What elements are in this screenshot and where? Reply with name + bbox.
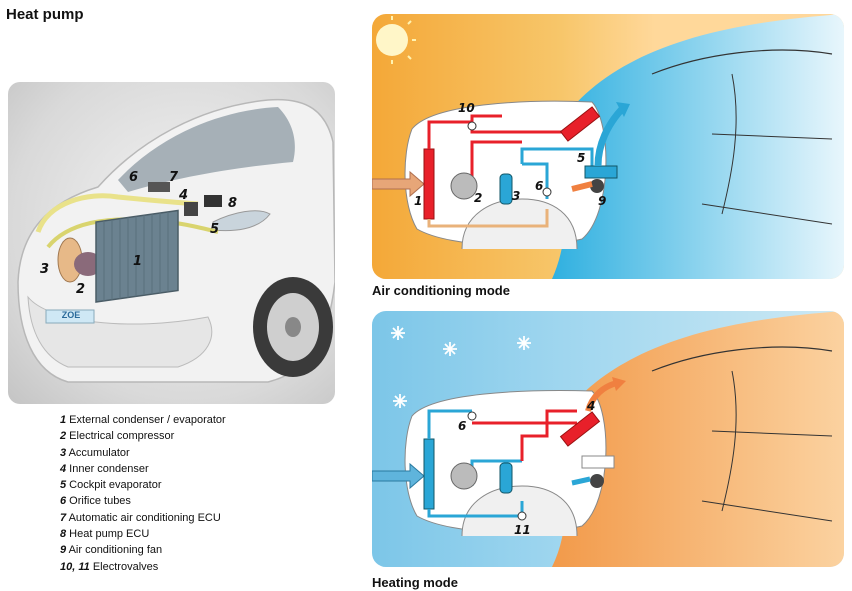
legend-item: 4 Inner condenser	[60, 462, 149, 475]
photo-label-1: 1	[133, 254, 143, 269]
photo-label-3: 3	[40, 262, 50, 277]
sun-icon	[376, 16, 416, 64]
heating-mode-diagram: 6 4 11	[372, 311, 844, 567]
page-title: Heat pump	[6, 6, 84, 23]
photo-label-5: 5	[210, 222, 220, 237]
car-photo-panel: 6 7 4 8 5 1 3 2 ZOE	[8, 82, 335, 404]
snowflake-icon	[391, 326, 531, 408]
heat-label-6: 6	[458, 419, 467, 433]
ac-label-5: 5	[577, 151, 586, 165]
legend-item: 10, 11 Electrovalves	[60, 560, 159, 573]
legend-item: 3 Accumulator	[60, 446, 130, 459]
photo-label-6: 6	[129, 170, 139, 185]
ac-label-3: 3	[512, 189, 521, 203]
legend-item: 9 Air conditioning fan	[60, 544, 163, 557]
ac-circuit	[372, 14, 844, 279]
car-illustration	[17, 98, 335, 383]
legend-item: 6 Orifice tubes	[60, 495, 131, 508]
ac-label-10: 10	[458, 101, 475, 115]
ac-label-1: 1	[414, 194, 423, 208]
heating-circuit	[372, 311, 844, 567]
ac-mode-diagram: 10 1 2 3 6 5 9	[372, 14, 844, 279]
ac-label-6: 6	[535, 179, 544, 193]
legend-item: 7 Automatic air conditioning ECU	[60, 511, 221, 524]
photo-label-7: 7	[169, 170, 179, 185]
heating-mode-caption: Heating mode	[372, 575, 458, 590]
ac-label-9: 9	[598, 194, 607, 208]
legend-item: 8 Heat pump ECU	[60, 528, 150, 541]
legend-item: 1 External condenser / evaporator	[60, 414, 226, 426]
ac-label-2: 2	[474, 191, 483, 205]
legend-item: 2 Electrical compressor	[60, 430, 175, 443]
legend-item: 5 Cockpit evaporator	[60, 479, 162, 492]
photo-label-4: 4	[179, 188, 189, 203]
photo-label-2: 2	[76, 282, 86, 297]
ac-mode-caption: Air conditioning mode	[372, 283, 510, 298]
heat-label-4: 4	[587, 399, 596, 413]
photo-label-8: 8	[228, 196, 238, 211]
heat-label-11: 11	[514, 523, 531, 537]
plate-text: ZOE	[61, 310, 81, 320]
component-legend: 1 External condenser / evaporator 2 Elec…	[60, 412, 226, 575]
